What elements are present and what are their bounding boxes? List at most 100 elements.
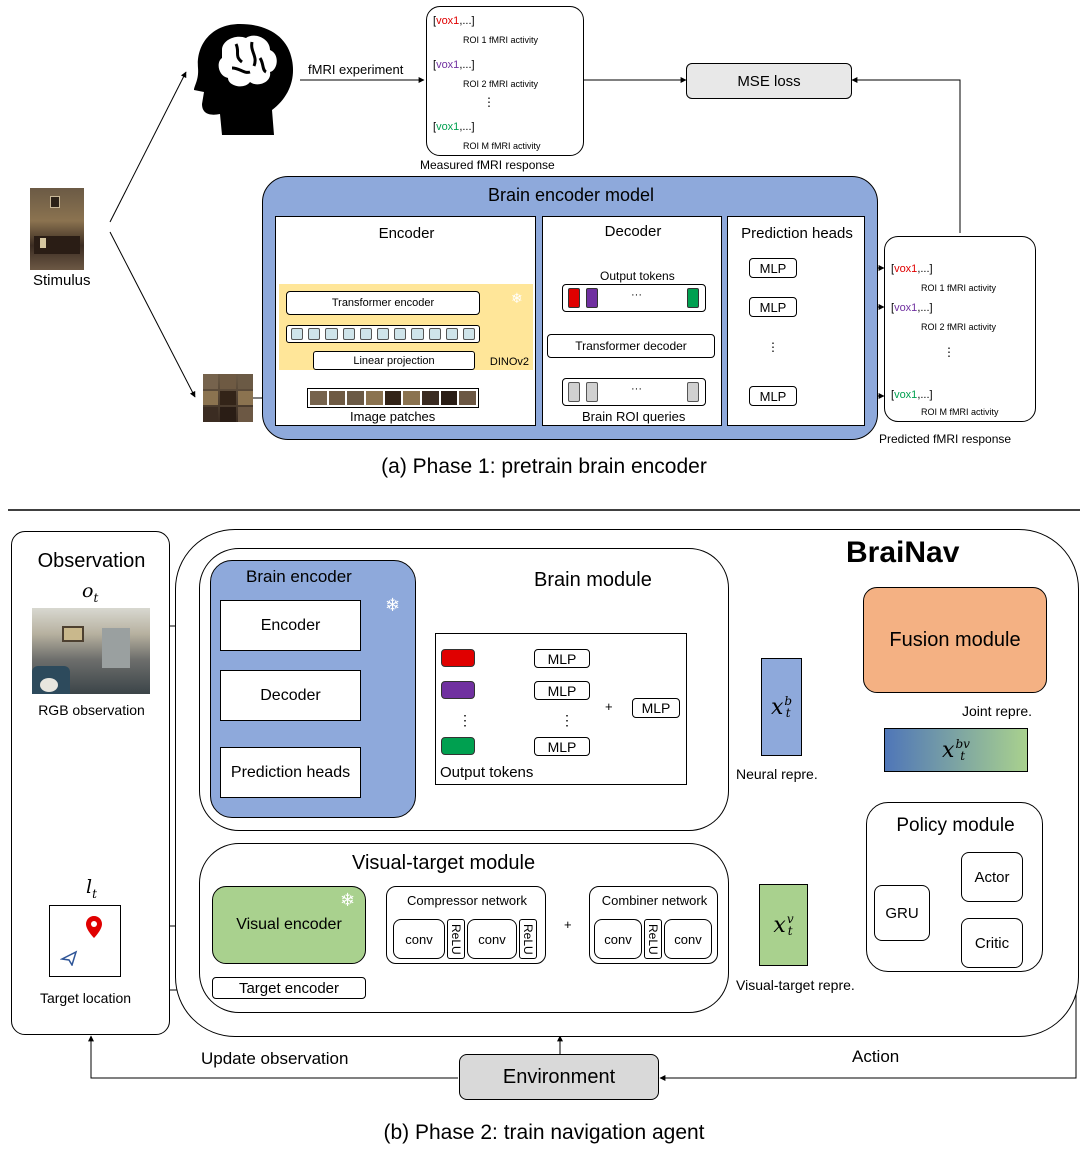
combiner-conv-2: conv <box>664 919 712 959</box>
image-patches-label: Image patches <box>350 409 436 424</box>
transformer-encoder-box: Transformer encoder <box>286 291 480 315</box>
fmri-experiment-label: fMRI experiment <box>308 62 404 77</box>
roi-query-ellipsis: ··· <box>631 383 642 395</box>
token-mlp-1: MLP <box>534 649 590 668</box>
target-location-label: Target location <box>39 990 132 1006</box>
map-pin-icon <box>86 916 102 938</box>
output-tokens-row: ··· <box>562 284 706 312</box>
predicted-row-2-label: ROI 2 fMRI activity <box>921 322 997 332</box>
policy-module-title: Policy module <box>896 815 1015 836</box>
predicted-row-1-vox: [vox1,...] <box>891 263 933 275</box>
mlp-head-2: MLP <box>749 297 797 317</box>
visual-target-module-title: Visual-target module <box>352 852 536 874</box>
gru-box: GRU <box>874 885 930 941</box>
measured-ellipsis: ⋮ <box>483 95 495 109</box>
predicted-fmri-title: Predicted fMRI response <box>879 432 1012 446</box>
combiner-relu: ReLU <box>644 919 662 959</box>
output-token-purple <box>441 681 475 699</box>
environment-box: Environment <box>459 1054 659 1100</box>
brainav-title: BraiNav <box>846 536 960 569</box>
output-token-green <box>687 288 699 308</box>
encoder-token-row <box>286 325 480 343</box>
roi-query-token <box>568 382 580 402</box>
brain-encoder-model-title: Brain encoder model <box>487 185 655 205</box>
encoder-box: Encoder <box>220 600 361 651</box>
brain-encoder-title: Brain encoder <box>246 567 352 586</box>
transformer-decoder-box: Transformer decoder <box>547 334 715 358</box>
combiner-network: Combiner network conv ReLU conv <box>589 886 718 964</box>
actor-box: Actor <box>961 852 1023 902</box>
measured-row-2-vox: [vox1,...] <box>433 59 475 71</box>
neural-repr-label: Neural repre. <box>736 766 818 782</box>
agent-arrow-icon <box>60 950 78 966</box>
brain-module-title: Brain module <box>534 569 652 591</box>
measured-row-1-vox: [vox1,...] <box>433 15 475 27</box>
update-observation-label: Update observation <box>201 1049 349 1068</box>
target-symbol: lt <box>86 876 97 901</box>
predicted-fmri-box: [vox1,...] ROI 1 fMRI activity [vox1,...… <box>884 236 1036 422</box>
plus-symbol: + <box>564 917 572 932</box>
compressor-network-label: Compressor network <box>407 893 527 908</box>
predicted-row-2-vox: [vox1,...] <box>891 302 933 314</box>
compressor-relu-2: ReLU <box>519 919 537 959</box>
mlp-head-m: MLP <box>749 386 797 406</box>
decoder-box: Decoder <box>220 670 361 721</box>
visual-target-repr-label: Visual-target repre. <box>736 977 855 993</box>
roi-queries-row: ··· <box>562 378 706 406</box>
predicted-row-m-label: ROI M fMRI activity <box>921 407 999 417</box>
compressor-network: Compressor network conv ReLU conv ReLU <box>386 886 546 964</box>
encoder-title: Encoder <box>378 225 435 242</box>
fusion-module: Fusion module <box>863 587 1047 693</box>
frozen-snowflake-icon: ❄ <box>340 890 356 910</box>
compressor-conv-1: conv <box>393 919 445 959</box>
mlp-ellipsis: ⋮ <box>560 712 574 728</box>
stimulus-image <box>30 188 84 270</box>
dinov2-label: DINOv2 <box>489 356 529 368</box>
mlp-head-1: MLP <box>749 258 797 278</box>
rgb-observation-image <box>32 608 150 694</box>
frozen-snowflake-icon: ❄ <box>511 290 523 306</box>
output-token-red <box>441 649 475 667</box>
phase2-caption: (b) Phase 2: train navigation agent <box>383 1121 705 1144</box>
mlp-ellipsis: ⋮ <box>767 340 779 354</box>
measured-fmri-box: [vox1,...] ROI 1 fMRI activity [vox1,...… <box>426 6 584 156</box>
mse-loss-box: MSE loss <box>686 63 852 99</box>
phase1-caption: (a) Phase 1: pretrain brain encoder <box>381 455 707 478</box>
token-ellipsis: ⋮ <box>458 712 472 728</box>
aggregate-mlp: MLP <box>632 698 680 718</box>
output-tokens-label: Output tokens <box>600 269 675 283</box>
stimulus-patch-grid <box>203 374 253 422</box>
decoder-title: Decoder <box>604 223 662 240</box>
frozen-snowflake-icon: ❄ <box>385 595 401 615</box>
token-mlp-2: MLP <box>534 681 590 700</box>
critic-box: Critic <box>961 918 1023 968</box>
measured-row-m-vox: [vox1,...] <box>433 121 475 133</box>
plus-symbol: + <box>605 699 613 714</box>
observation-title: Observation <box>37 550 146 572</box>
output-tokens-label: Output tokens <box>440 764 534 781</box>
visual-encoder-block: Visual encoder <box>212 886 366 964</box>
measured-fmri-title: Measured fMRI response <box>420 158 555 172</box>
prediction-heads-title: Prediction heads <box>741 225 853 242</box>
predicted-row-1-label: ROI 1 fMRI activity <box>921 283 997 293</box>
combiner-conv-1: conv <box>594 919 642 959</box>
compressor-conv-2: conv <box>467 919 517 959</box>
measured-row-m-label: ROI M fMRI activity <box>463 141 541 151</box>
prediction-heads-box: Prediction heads <box>220 747 361 798</box>
image-patches-strip <box>307 388 479 408</box>
combiner-network-label: Combiner network <box>601 893 708 908</box>
target-location-map <box>49 905 121 977</box>
token-mlp-m: MLP <box>534 737 590 756</box>
output-token-purple <box>586 288 598 308</box>
measured-row-1-label: ROI 1 fMRI activity <box>463 35 539 45</box>
target-encoder-block: Target encoder <box>212 977 366 999</box>
roi-query-token <box>687 382 699 402</box>
compressor-relu-1: ReLU <box>447 919 465 959</box>
stimulus-label: Stimulus <box>33 272 91 289</box>
joint-repr-label: Joint repre. <box>962 703 1033 719</box>
action-label: Action <box>852 1047 900 1066</box>
rgb-observation-label: RGB observation <box>38 702 145 718</box>
